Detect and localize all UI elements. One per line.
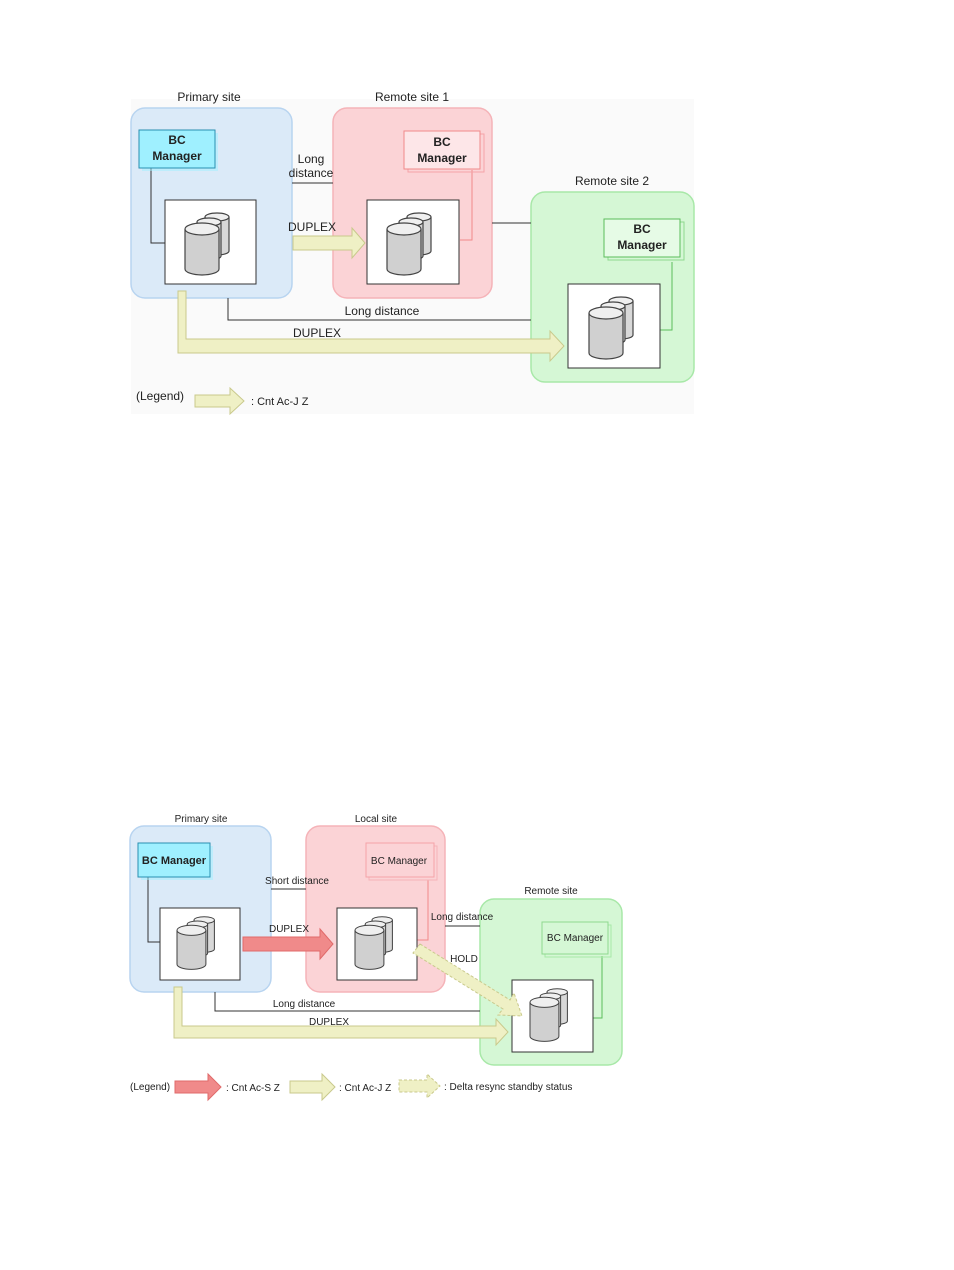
long-distance-label-a: Long distance <box>431 912 494 923</box>
volume-remote2 <box>567 283 661 369</box>
long-distance-line <box>227 298 531 321</box>
short-distance-label: Short distance <box>265 876 329 887</box>
bc-manager-primary: BC Manager <box>138 129 218 171</box>
remote-site-label: Remote site <box>524 886 578 897</box>
bc-label-line1: BC <box>433 135 451 149</box>
bc-label-line1: BC <box>168 133 186 147</box>
volume-local <box>336 907 418 981</box>
long-distance-line <box>214 992 480 1012</box>
primary-site-label: Primary site <box>177 90 241 104</box>
legend-label: (Legend) <box>130 1082 170 1093</box>
volume-primary <box>159 907 241 981</box>
bc-label-line2: Manager <box>617 238 667 252</box>
legend-item-3: : Delta resync standby status <box>444 1082 572 1093</box>
duplex-arrow-remote2 <box>177 290 565 363</box>
duplex-arrow-red <box>242 927 334 961</box>
local-site-label: Local site <box>355 814 398 825</box>
duplex-arrow-remote1 <box>292 226 366 260</box>
hold-arrow-dashed <box>412 943 523 1017</box>
duplex-label-red: DUPLEX <box>269 924 309 935</box>
legend-arrow-yellow <box>289 1072 336 1102</box>
bc-manager-label: BC Manager <box>142 855 207 867</box>
bc-label-line1: BC <box>633 222 651 236</box>
legend-item-1: : Cnt Ac-S Z <box>226 1083 280 1094</box>
legend-label: (Legend) <box>136 389 184 403</box>
long-distance-label-a: Long <box>298 152 325 166</box>
long-distance-label-b: Long distance <box>273 999 336 1010</box>
primary-site-label: Primary site <box>175 814 228 825</box>
remote1-bc-link <box>460 170 473 241</box>
bc-manager-remote: BC Manager <box>541 921 612 958</box>
bc-label-line2: Manager <box>417 151 467 165</box>
remote-site-2-label: Remote site 2 <box>575 174 649 188</box>
long-distance-label-b: distance <box>289 166 334 180</box>
bc-manager-local: BC Manager <box>365 842 438 881</box>
legend-item-2: : Cnt Ac-J Z <box>339 1083 391 1094</box>
remote-bc-link <box>593 956 603 1019</box>
bc-manager-label: BC Manager <box>371 856 428 867</box>
volume-remote <box>511 979 594 1053</box>
diagram-2: Primary site Local site Remote site BC M… <box>129 814 623 1102</box>
duplex-label-bottom: DUPLEX <box>309 1017 349 1028</box>
legend-arrow-yellow <box>194 386 245 416</box>
volume-primary <box>164 199 257 285</box>
long-distance-label: Long distance <box>345 304 420 318</box>
primary-bc-link <box>147 877 160 943</box>
duplex-label-bottom: DUPLEX <box>293 326 341 340</box>
local-bc-link <box>417 880 429 941</box>
legend-item: : Cnt Ac-J Z <box>251 396 309 408</box>
bc-manager-remote2: BC Manager <box>603 218 685 261</box>
legend-arrow-red <box>174 1072 222 1102</box>
duplex-arrow-yellow <box>173 986 509 1047</box>
primary-bc-link <box>150 168 165 244</box>
remote2-bc-link <box>660 262 673 331</box>
hold-label: HOLD <box>450 954 478 965</box>
remote-site-1-label: Remote site 1 <box>375 90 449 104</box>
volume-remote1 <box>366 199 460 285</box>
duplex-label-top: DUPLEX <box>288 220 336 234</box>
legend-arrow-dashed <box>398 1072 441 1100</box>
bc-manager-primary: BC Manager <box>137 842 213 880</box>
bc-manager-label: BC Manager <box>547 933 604 944</box>
bc-manager-remote1: BC Manager <box>403 130 485 173</box>
bc-label-line2: Manager <box>152 149 202 163</box>
diagram-1: Primary site Remote site 1 Remote site 2… <box>130 90 695 416</box>
